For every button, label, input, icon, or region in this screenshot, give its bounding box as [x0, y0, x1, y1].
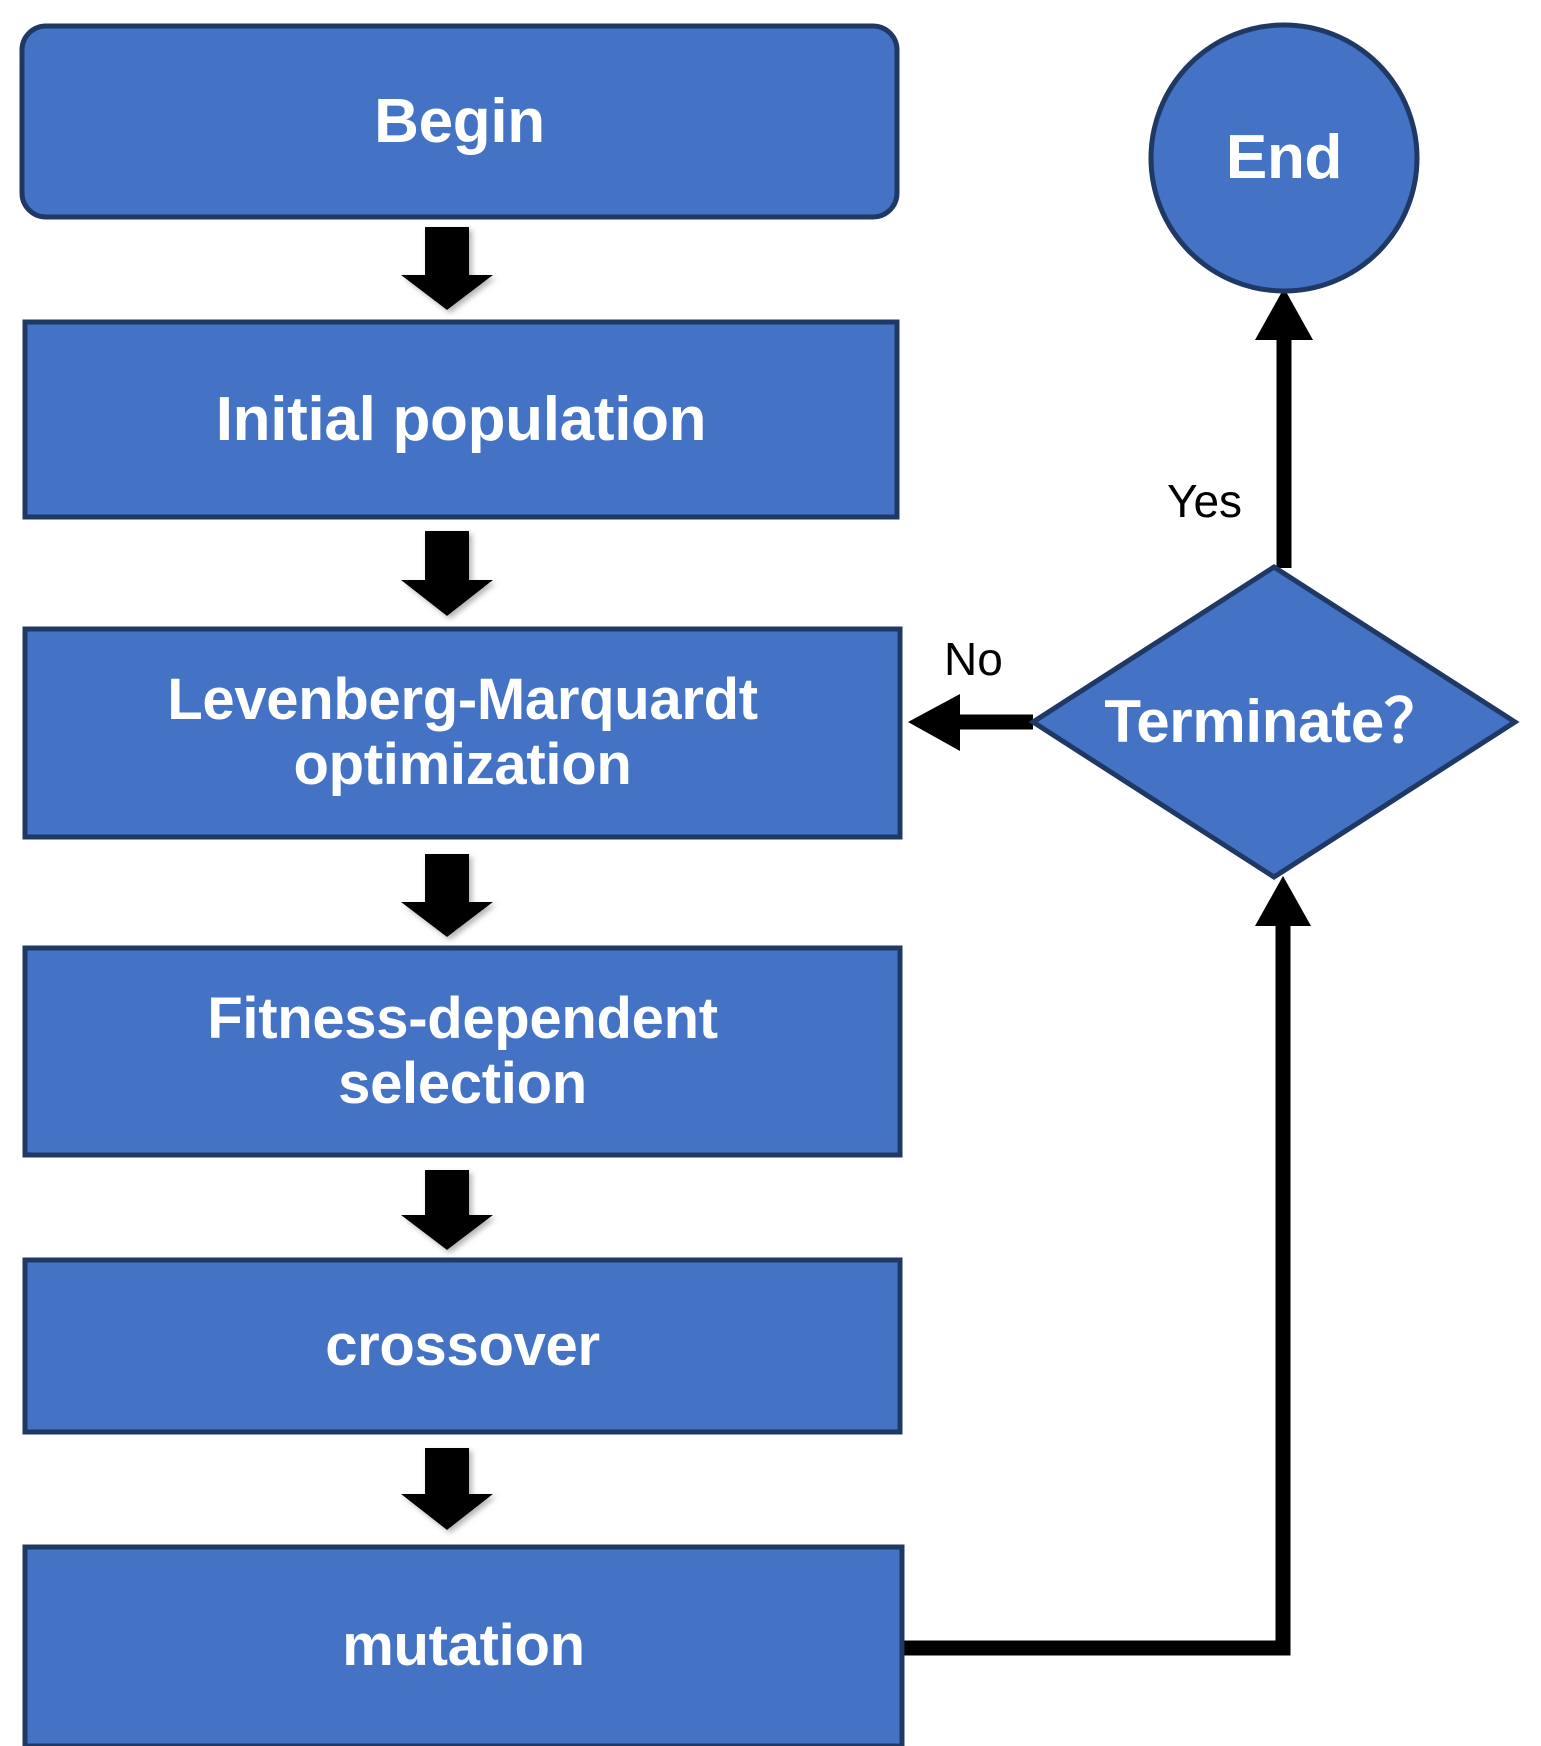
- node-end[interactable]: [1148, 22, 1420, 294]
- connector-crossover-to-mutation: [401, 1448, 493, 1530]
- connector-fitness-selection-to-crossover: [401, 1170, 493, 1250]
- connector-mutation-to-terminate: [902, 876, 1311, 1656]
- edge-label-no: No: [944, 633, 1003, 685]
- node-mutation[interactable]: [22, 1544, 905, 1746]
- node-crossover[interactable]: [22, 1257, 903, 1435]
- node-terminate-decision[interactable]: [1028, 564, 1520, 880]
- connector-terminate-to-lm-optimization: [908, 694, 1033, 751]
- connector-initial-population-to-lm-optimization: [401, 531, 493, 616]
- connector-begin-to-initial-population: [401, 227, 493, 310]
- node-lm-optimization[interactable]: [22, 626, 903, 840]
- edge-label-yes: Yes: [1167, 475, 1243, 527]
- node-fitness-selection[interactable]: [22, 945, 903, 1158]
- connector-lm-optimization-to-fitness-selection: [401, 854, 493, 937]
- node-initial-population[interactable]: [22, 319, 900, 520]
- connector-terminate-to-end: [1255, 288, 1313, 568]
- node-begin[interactable]: [19, 23, 900, 220]
